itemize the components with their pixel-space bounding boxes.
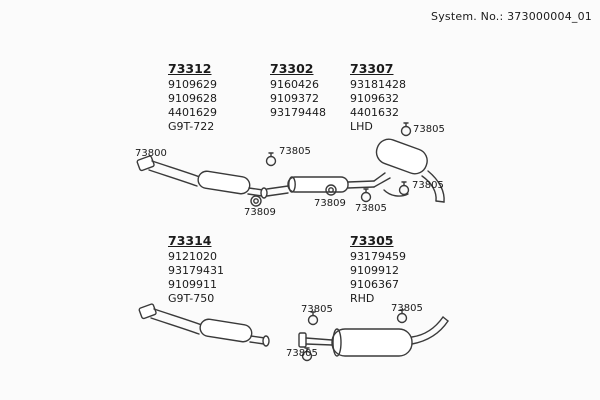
callout-label-73805: 73805 [391,303,423,314]
callout-label-73805: 73805 [301,304,333,315]
part-number: 9106367 [350,278,399,291]
part-number: 93179448 [270,106,326,119]
part-group-number[interactable]: 73305 [350,233,394,248]
callout-label-73805: 73805 [286,348,318,359]
part-group-73314: 73314 9121020 93179431 9109911 G9T-750 [168,234,224,306]
part-number: 4401629 [168,106,217,119]
part-number: 9109629 [168,78,217,91]
part-group-number[interactable]: 73307 [350,61,394,76]
clamp-icon [307,311,319,326]
part-number: 4401632 [350,106,399,119]
seal-ring-icon [325,184,337,196]
callout-label-73805: 73805 [413,124,445,135]
part-number: 9160426 [270,78,319,91]
rear-silencer-rhd-drawing [298,316,449,357]
rear-silencer-lhd-drawing [373,138,445,203]
clamp-icon [360,188,372,203]
callout-label-73805: 73805 [279,146,311,157]
part-group-number[interactable]: 73302 [270,61,314,76]
part-number: 9109911 [168,278,217,291]
part-number: 9109372 [270,92,319,105]
clamp-icon [400,122,412,137]
part-number: 93179431 [168,264,224,277]
callout-label-73809: 73809 [244,207,276,218]
part-number: 9109632 [350,92,399,105]
drive-variant: RHD [350,292,375,305]
seal-ring-icon [250,195,262,207]
part-number: 93181428 [350,78,406,91]
part-group-73307: 73307 93181428 9109632 4401632 LHD [350,62,406,134]
part-group-number[interactable]: 73312 [168,61,212,76]
part-group-number[interactable]: 73314 [168,233,212,248]
front-pipe-drawing [136,155,268,199]
engine-code: G9T-722 [168,120,215,133]
system-number: System. No.: 373000004_01 [431,10,592,23]
clamp-icon [398,181,410,196]
part-number: 9121020 [168,250,217,263]
clamp-icon [301,347,313,362]
callout-label-73809: 73809 [314,198,346,209]
callout-label-73805: 73805 [355,203,387,214]
part-group-73305: 73305 93179459 9109912 9106367 RHD [350,234,406,306]
part-number: 9109912 [350,264,399,277]
engine-code: G9T-750 [168,292,215,305]
callout-label-73800: 73800 [135,148,167,159]
front-pipe-750-drawing [138,303,270,347]
clamp-icon [265,152,277,167]
clamp-icon [396,309,408,324]
part-number: 9109628 [168,92,217,105]
part-group-73302: 73302 9160426 9109372 93179448 [270,62,326,120]
center-silencer-drawing [266,176,375,197]
drive-variant: LHD [350,120,373,133]
part-group-73312: 73312 9109629 9109628 4401629 G9T-722 [168,62,217,134]
callout-label-73805: 73805 [412,180,444,191]
part-number: 93179459 [350,250,406,263]
